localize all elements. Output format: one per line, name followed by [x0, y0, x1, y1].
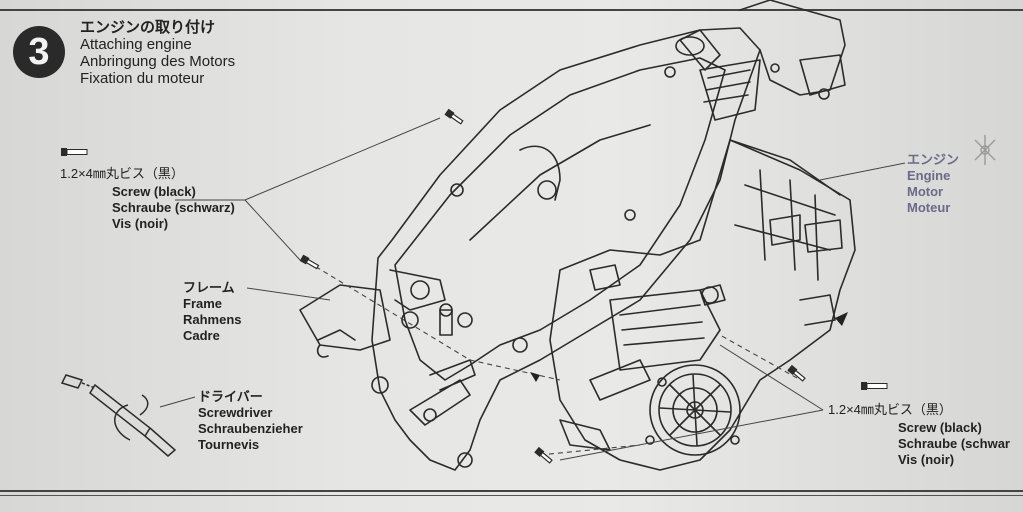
screw-icon-right [861, 382, 888, 390]
frame-fr: Cadre [183, 328, 220, 343]
screw-left-spec: 1.2×4㎜丸ビス（黒） [60, 166, 184, 181]
screw-right-de: Schraube (schwar [898, 436, 1010, 451]
bottom-rule-thin [0, 495, 1023, 496]
top-rule [0, 9, 1023, 11]
screwdriver-label: ドライバー Screwdriver Schraubenzieher Tourne… [198, 389, 303, 453]
engine-label: エンジン Engine Motor Moteur [907, 152, 959, 216]
frame-de: Rahmens [183, 312, 242, 327]
step-title-de: Anbringung des Motors [80, 53, 236, 70]
frame-en: Frame [183, 296, 223, 311]
screwdriver-jp: ドライバー [198, 389, 263, 404]
screw-left-fr: Vis (noir) [112, 216, 169, 231]
bottom-rule [0, 490, 1023, 492]
screw-left-en: Screw (black) [112, 184, 196, 199]
step-title-jp: エンジンの取り付け [80, 19, 216, 36]
screw-right-translations: Screw (black) Schraube (schwar Vis (noir… [898, 420, 1010, 468]
step-title-block: エンジンの取り付け Attaching engine Anbringung de… [80, 19, 235, 87]
screw-right-fr: Vis (noir) [898, 452, 955, 467]
engine-de: Motor [907, 184, 944, 199]
step-title-en: Attaching engine [80, 36, 192, 53]
screw-icon-left [61, 148, 88, 156]
engine-en: Engine [907, 168, 951, 183]
screwdriver-en: Screwdriver [198, 405, 273, 420]
frame-label: フレーム Frame Rahmens Cadre [183, 280, 242, 344]
engine-fr: Moteur [907, 200, 951, 215]
frame-jp: フレーム [183, 280, 235, 295]
screw-right-spec: 1.2×4㎜丸ビス（黒） [828, 402, 952, 417]
screwdriver-fr: Tournevis [198, 437, 260, 452]
screw-left-de: Schraube (schwarz) [112, 200, 235, 215]
screw-left-translations: Screw (black) Schraube (schwarz) Vis (no… [112, 184, 235, 232]
step-title-fr: Fixation du moteur [80, 70, 205, 87]
screwdriver-de: Schraubenzieher [198, 421, 303, 436]
engine-jp: エンジン [907, 152, 960, 167]
step-number-badge: 3 [13, 26, 65, 78]
screw-right-en: Screw (black) [898, 420, 982, 435]
